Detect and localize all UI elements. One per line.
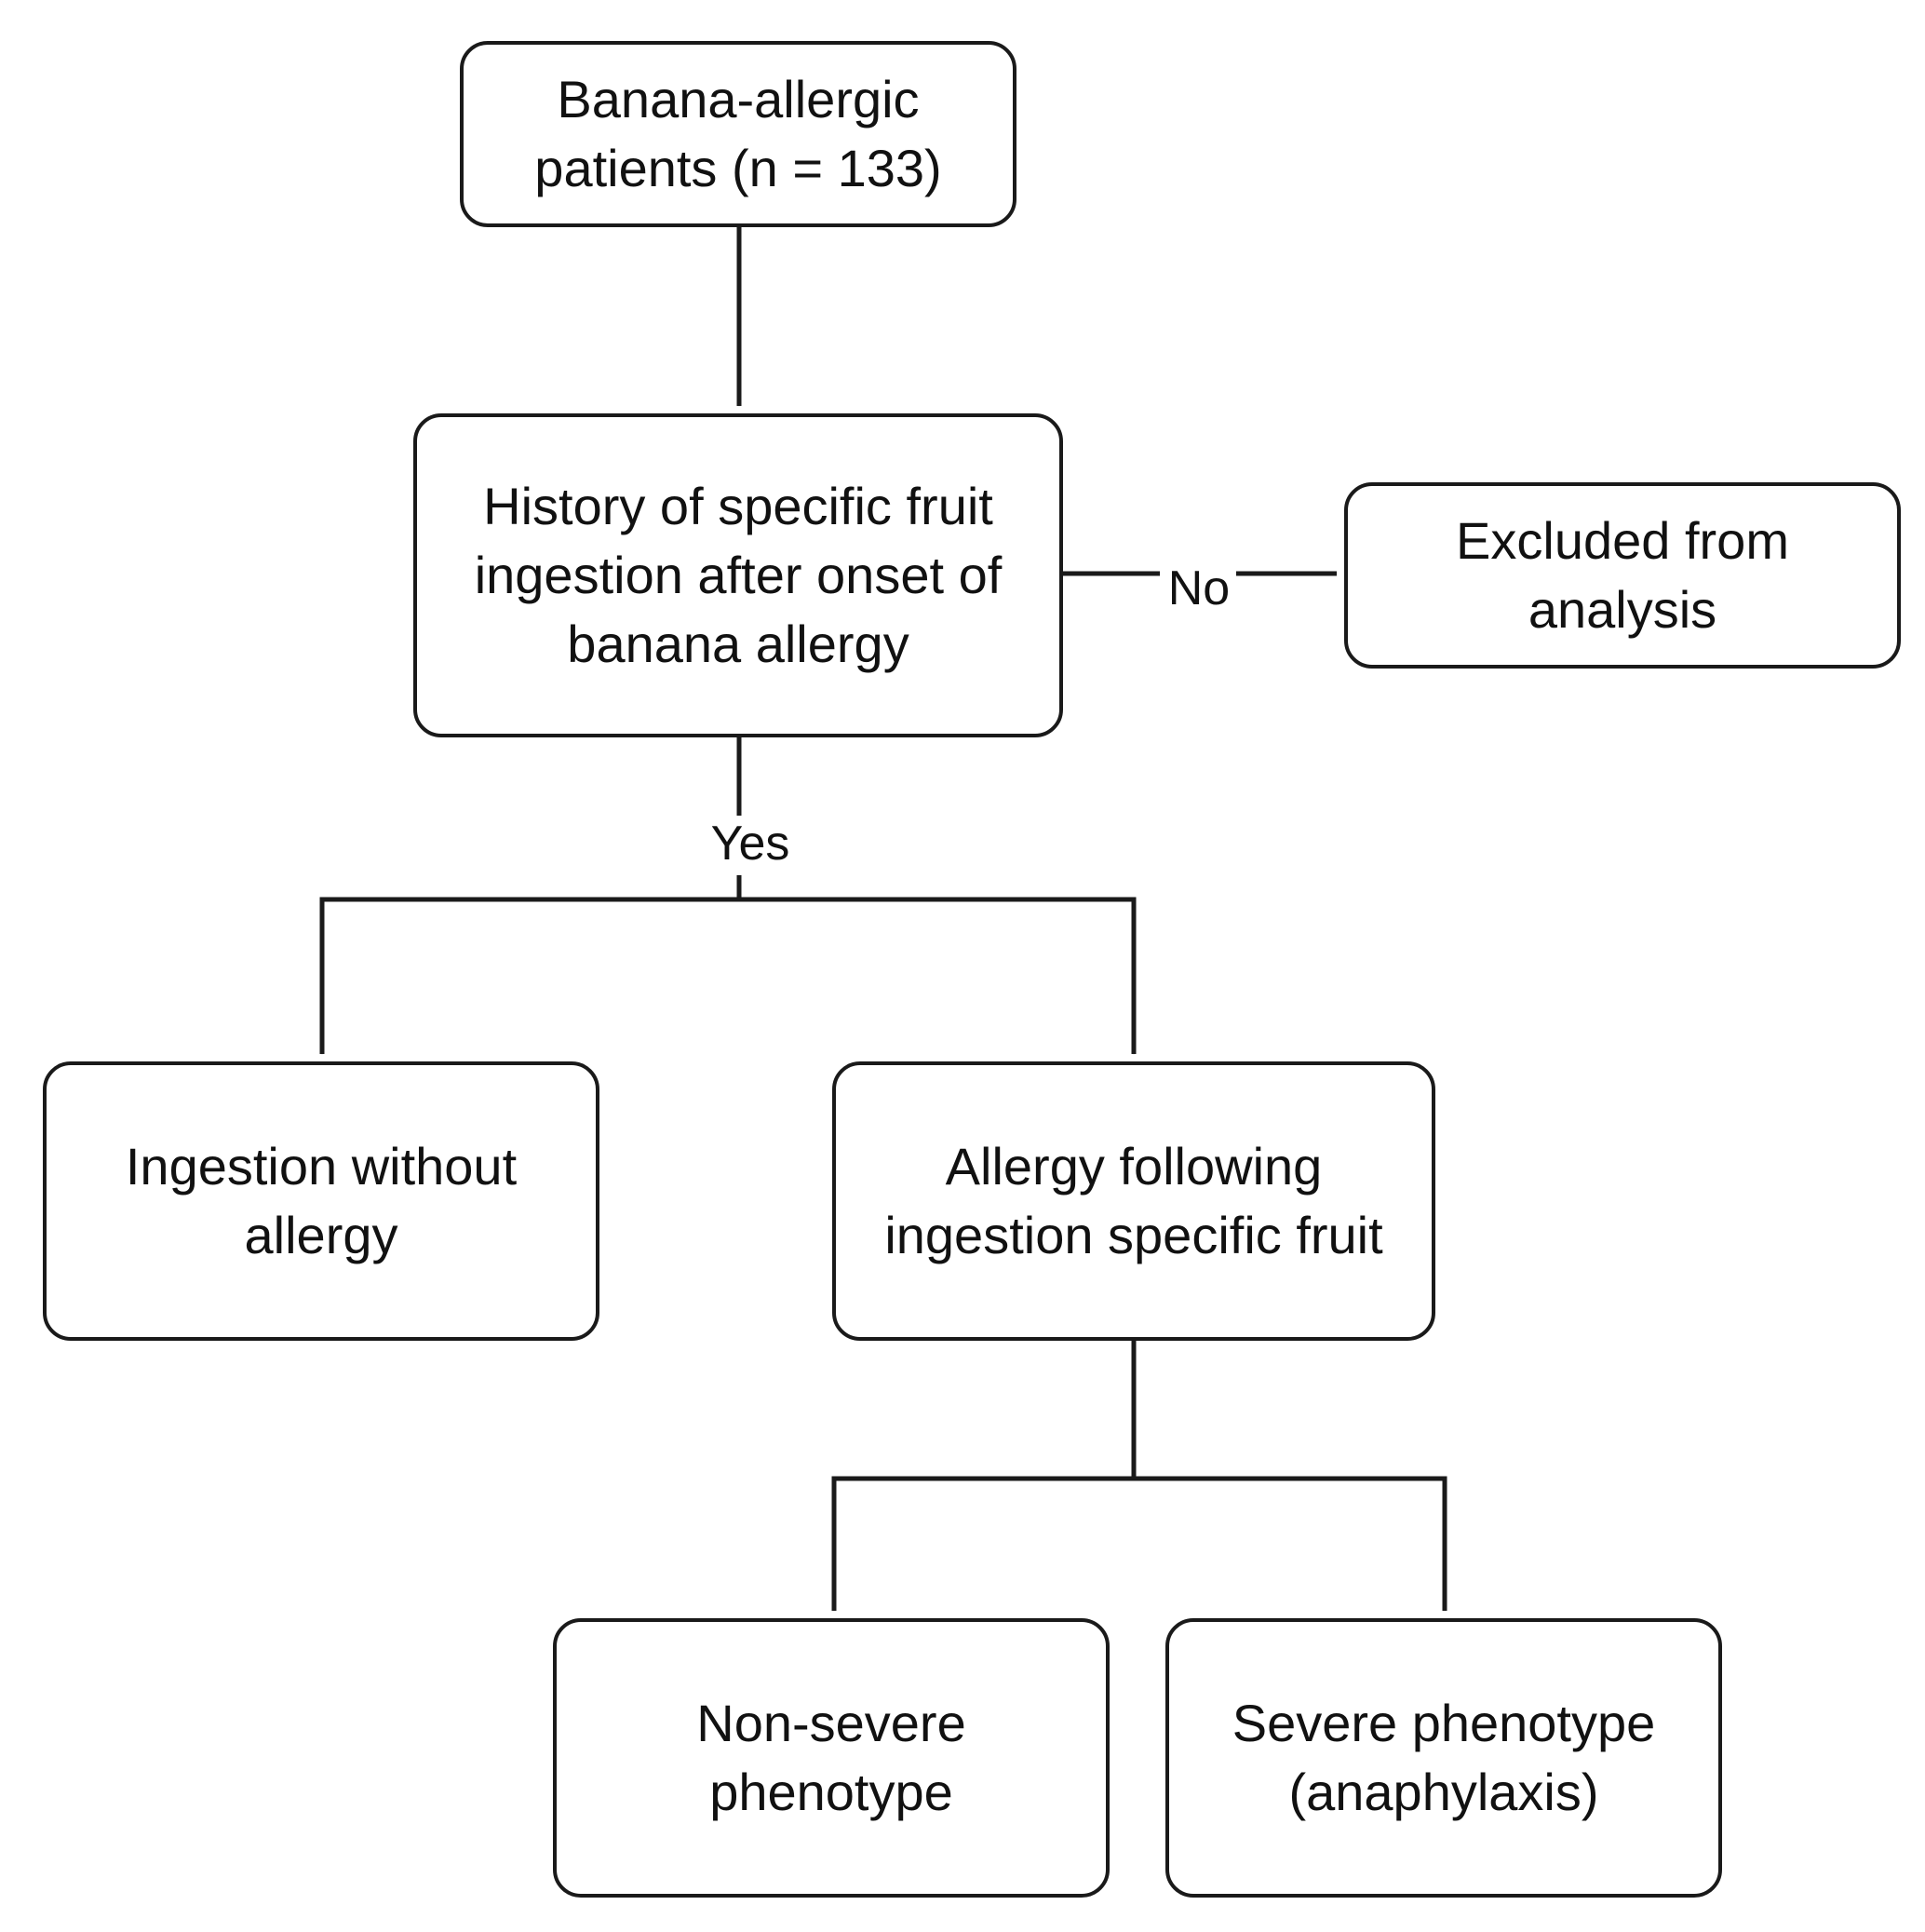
node-text-line: Excluded from: [1456, 511, 1789, 570]
node-excluded-from-analysis: Excluded from analysis: [1344, 482, 1901, 669]
node-text-line: (anaphylaxis): [1288, 1763, 1599, 1821]
node-severe-phenotype: Severe phenotype (anaphylaxis): [1165, 1618, 1722, 1898]
node-non-severe-phenotype: Non-severe phenotype: [553, 1618, 1110, 1898]
node-text-line: History of specific fruit: [483, 477, 993, 535]
node-text-line: Non-severe: [696, 1694, 966, 1752]
node-history-of-fruit-ingestion: History of specific fruit ingestion afte…: [413, 413, 1063, 737]
node-ingestion-without-allergy: Ingestion without allergy: [43, 1061, 599, 1341]
edge-label-no: No: [1162, 561, 1236, 616]
node-allergy-following-ingestion: Allergy following ingestion specific fru…: [832, 1061, 1435, 1341]
node-text-line: Banana-allergic: [557, 70, 920, 128]
node-text-line: patients (n = 133): [534, 139, 942, 197]
node-banana-allergic-patients: Banana-allergic patients (n = 133): [460, 41, 1016, 227]
node-text-line: Allergy following: [945, 1137, 1323, 1196]
node-text-line: phenotype: [709, 1763, 953, 1821]
edge-label-yes: Yes: [704, 816, 797, 871]
node-text-line: Severe phenotype: [1232, 1694, 1656, 1752]
node-text-line: Ingestion without: [125, 1137, 518, 1196]
node-text-line: allergy: [244, 1206, 398, 1264]
node-text-line: banana allergy: [567, 615, 909, 673]
arrow-allergy-to-severe: [1134, 1476, 1447, 1612]
arrow-yes-to-allergy: [739, 897, 1137, 1055]
node-text-line: analysis: [1528, 580, 1717, 639]
arrow-allergy-to-nonsevere: [831, 1476, 1134, 1612]
arrow-yes-to-ingestion: [319, 897, 739, 1055]
node-text-line: ingestion after onset of: [474, 546, 1003, 604]
node-text-line: ingestion specific fruit: [884, 1206, 1383, 1264]
